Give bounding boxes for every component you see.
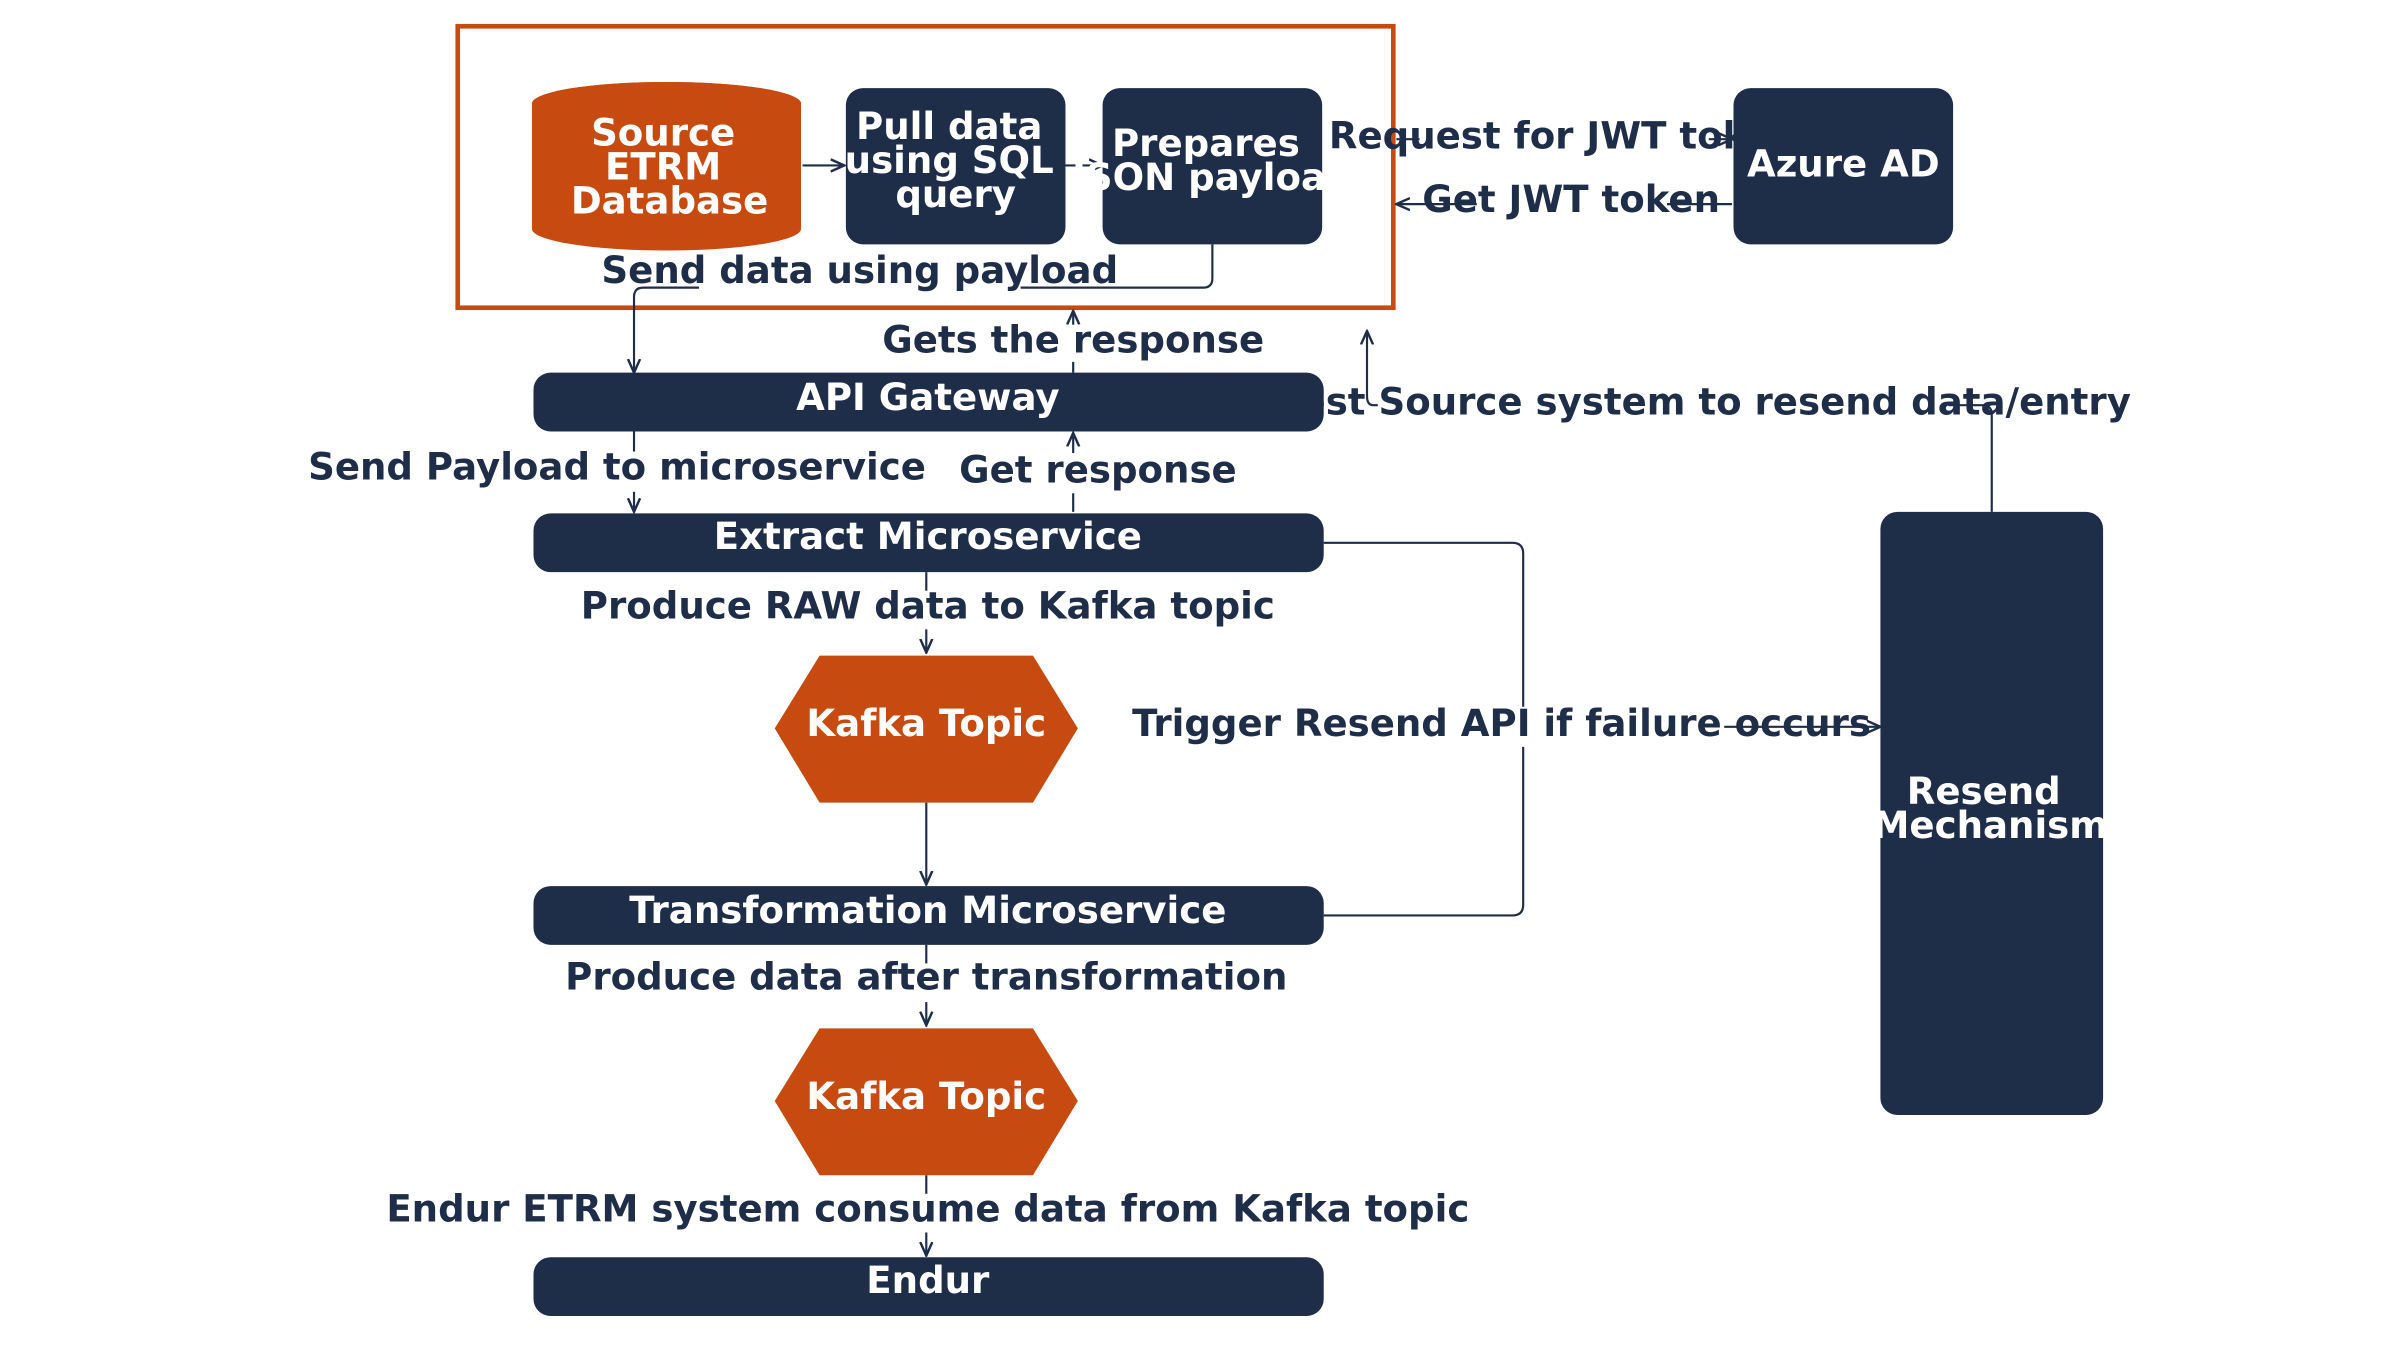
arrow-trigger-resend-transform <box>1323 746 1525 917</box>
arrow-request-resend-a <box>1948 404 1993 512</box>
source-db-label-line2: ETRM <box>605 145 721 188</box>
label-trigger-resend: Trigger Resend API if failure occurs <box>1132 702 1871 745</box>
prepares-label-line1: Prepares <box>1112 122 1300 165</box>
label-get-jwt: Get JWT token <box>1422 178 1720 221</box>
svg-text:Source ETRM Databa: Source ETRM Database <box>571 111 769 222</box>
azure-ad-node: Azure AD <box>1733 88 1954 245</box>
kafka-topic-1-node: Kafka Topic <box>774 655 1078 803</box>
api-gateway-node: API Gateway <box>533 372 1324 432</box>
arrow-send-payload-a <box>1020 244 1214 289</box>
extract-microservice-node: Extract Microservice <box>533 513 1324 573</box>
kafka-topic-2-label: Kafka Topic <box>806 1075 1046 1118</box>
resend-label-line1: Resend <box>1907 770 2061 813</box>
label-request-resend: Request Source system to resend data/ent… <box>1194 380 2131 423</box>
transformation-microservice-node: Transformation Microservice <box>533 886 1324 945</box>
endur-label: Endur <box>866 1259 990 1302</box>
label-send-payload-ms: Send Payload to microservice <box>308 445 926 488</box>
svg-text:Pull data using SQL: Pull data using SQL query <box>845 105 1067 216</box>
pull-data-node: Pull data using SQL query <box>845 88 1067 245</box>
pull-data-label-line3: query <box>895 173 1016 216</box>
label-send-data-payload: Send data using payload <box>601 249 1118 292</box>
source-system-frame <box>455 23 1396 311</box>
kafka-topic-1-label: Kafka Topic <box>806 702 1046 745</box>
source-etrm-database-node: Source ETRM Database <box>531 81 802 251</box>
resend-mechanism-node: Resend Mechanism <box>1872 511 2108 1115</box>
label-endur-consume: Endur ETRM system consume data from Kafk… <box>386 1188 1469 1231</box>
svg-text:Prepares JSON payload: Prepares JSON payload <box>1069 122 1353 199</box>
pull-data-label-line2: using SQL <box>845 139 1054 182</box>
label-request-jwt: Request for JWT token <box>1329 114 1798 157</box>
api-gateway-label: API Gateway <box>796 376 1059 419</box>
pull-data-label-line1: Pull data <box>856 105 1042 148</box>
extract-microservice-label: Extract Microservice <box>714 515 1142 558</box>
transformation-microservice-label: Transformation Microservice <box>629 889 1226 932</box>
svg-text:Azure AD: Azure AD <box>1747 142 1940 185</box>
label-gets-response: Gets the response <box>882 319 1264 362</box>
arrow-trigger-resend-extract <box>1323 541 1525 707</box>
svg-text:Resend Mechanism: Resend Mechanism <box>1872 770 2107 847</box>
label-produce-raw: Produce RAW data to Kafka topic <box>581 585 1275 628</box>
endur-node: Endur <box>533 1257 1324 1316</box>
kafka-topic-2-node: Kafka Topic <box>774 1028 1078 1176</box>
connectors <box>634 139 1993 1255</box>
azure-ad-label: Azure AD <box>1747 142 1940 185</box>
prepares-label-line2: JSON payload <box>1069 156 1353 199</box>
arrow-request-resend-b <box>1367 331 1378 407</box>
source-db-label-line3: Database <box>571 179 769 222</box>
source-db-label-line1: Source <box>591 111 735 154</box>
label-get-response: Get response <box>959 448 1237 491</box>
label-produce-after: Produce data after transformation <box>565 956 1287 999</box>
arrow-send-payload-b <box>634 286 699 373</box>
resend-label-line2: Mechanism <box>1872 804 2107 847</box>
prepares-json-node: Prepares JSON payload <box>1069 88 1353 245</box>
